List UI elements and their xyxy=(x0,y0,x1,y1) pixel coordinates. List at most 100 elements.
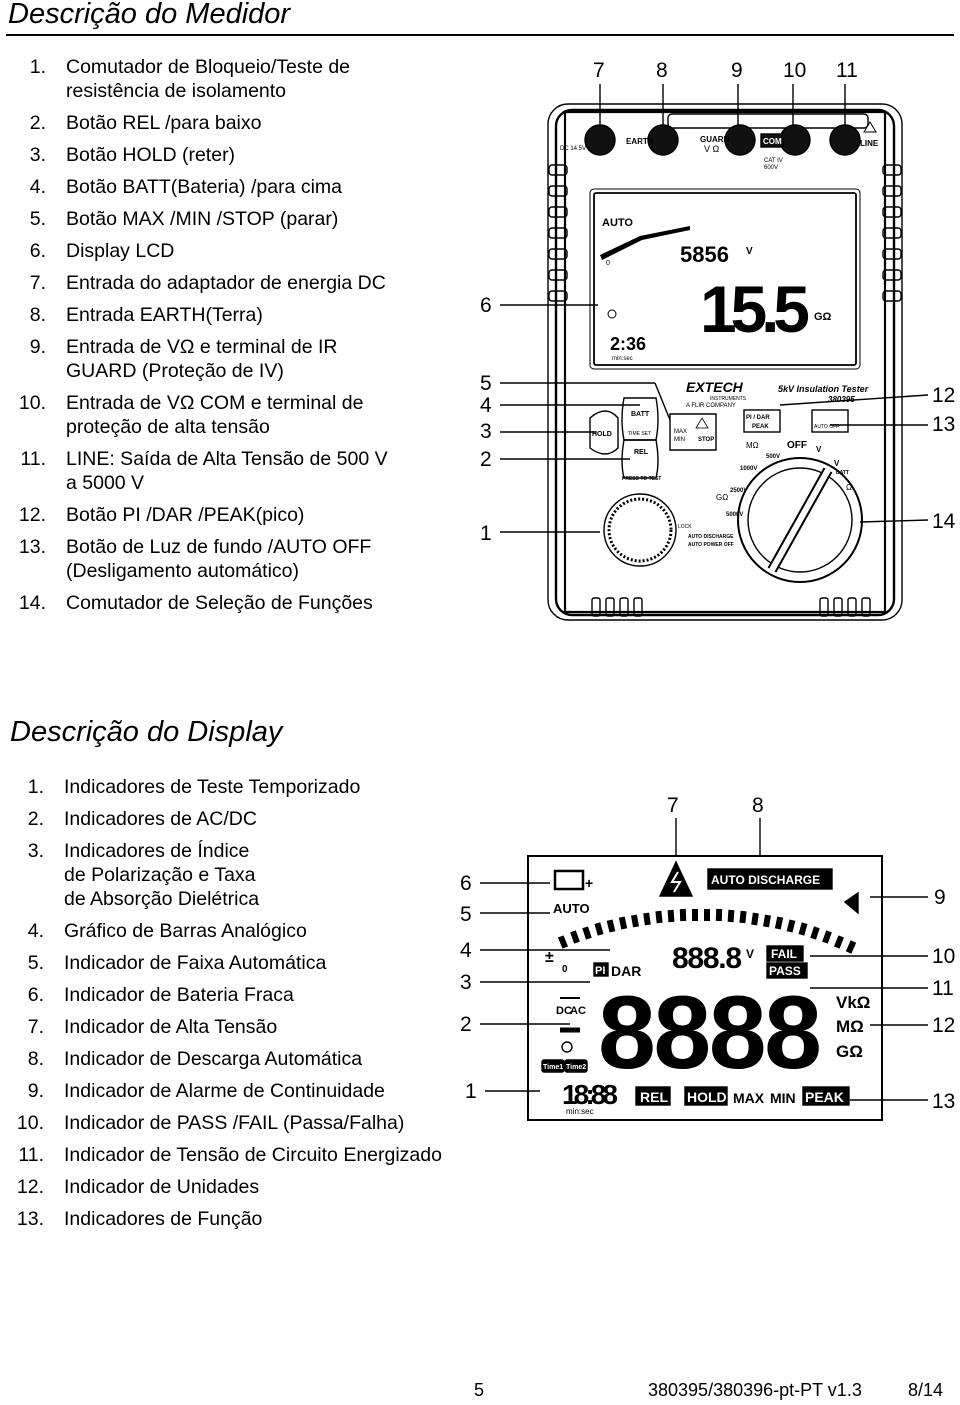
svg-text:TIME SET: TIME SET xyxy=(628,431,651,437)
svg-text:PRESS TO TEST: PRESS TO TEST xyxy=(622,476,661,482)
continuity-speaker-icon xyxy=(843,891,859,915)
page-number: 5 xyxy=(474,1380,485,1400)
callout-5: 5 xyxy=(480,372,492,395)
callout-5: 5 xyxy=(460,903,472,926)
pi-dar-button xyxy=(743,409,781,433)
list-item: 4.Gráfico de Barras Analógico xyxy=(27,920,307,942)
callout-9: 9 xyxy=(731,59,743,82)
callout-13: 13 xyxy=(932,1090,955,1113)
svg-text:MIN: MIN xyxy=(674,437,685,443)
svg-text:COM: COM xyxy=(763,137,782,146)
callout-10: 10 xyxy=(783,59,806,82)
svg-text:min:sec: min:sec xyxy=(612,356,633,362)
svg-text:V Ω: V Ω xyxy=(704,144,720,154)
callout-1: 1 xyxy=(480,522,492,545)
svg-text:MΩ: MΩ xyxy=(836,1017,864,1036)
display-illustration: 7 8 6 5 4 3 2 1 9 10 11 12 13 + AUTO xyxy=(460,794,955,1121)
list-item: 3.Botão HOLD (reter) xyxy=(29,144,236,166)
svg-text:±: ± xyxy=(545,949,554,966)
svg-text:V: V xyxy=(746,947,754,961)
callout-2: 2 xyxy=(460,1013,472,1036)
list-item: de Absorção Dielétrica xyxy=(64,888,260,910)
list-item: 10.Entrada de VΩ COM e terminal de xyxy=(18,392,364,414)
svg-text:0: 0 xyxy=(562,964,568,975)
list-item: 2.Botão REL /para baixo xyxy=(29,112,262,134)
timer-icon xyxy=(607,309,617,319)
list-item: 12.Indicador de Unidades xyxy=(16,1176,260,1198)
max-min-button xyxy=(669,413,717,451)
callout-4: 4 xyxy=(460,939,472,962)
title-rule xyxy=(6,34,954,36)
svg-text:PI: PI xyxy=(595,965,605,977)
list-item: 1.Indicadores de Teste Temporizado xyxy=(27,776,361,798)
callout-14: 14 xyxy=(932,510,956,533)
list-item: 12.Botão PI /DAR /PEAK(pico) xyxy=(18,504,305,526)
svg-text:VkΩ: VkΩ xyxy=(836,993,870,1012)
backlight-button xyxy=(811,409,849,433)
list-item: 10.Indicador de PASS /FAIL (Passa/Falha) xyxy=(16,1112,405,1134)
callout-4: 4 xyxy=(480,394,492,417)
svg-text:GΩ: GΩ xyxy=(716,493,728,502)
svg-text:PEAK: PEAK xyxy=(752,424,769,430)
svg-text:1000V: 1000V xyxy=(740,466,757,472)
side-grips xyxy=(548,164,902,302)
warning-triangle-icon xyxy=(863,121,877,133)
hold-button xyxy=(589,410,619,455)
callout-7: 7 xyxy=(667,794,679,817)
svg-text:BATT: BATT xyxy=(631,411,650,418)
svg-text:STOP: STOP xyxy=(698,437,714,443)
svg-text:MIN: MIN xyxy=(770,1090,796,1106)
list-item: 9.Entrada de VΩ e terminal de IR xyxy=(29,336,338,358)
list-item: 1.Comutador de Bloqueio/Teste de xyxy=(29,56,351,78)
svg-text:A FLIR COMPANY: A FLIR COMPANY xyxy=(686,403,736,409)
svg-text:AUTO: AUTO xyxy=(602,217,633,229)
list-item: 14.Comutador de Seleção de Funções xyxy=(18,592,373,614)
svg-text:888.8: 888.8 xyxy=(672,942,742,975)
svg-text:BATT: BATT xyxy=(836,470,849,476)
callout-12: 12 xyxy=(932,384,955,407)
display-indicators-list: 1.Indicadores de Teste Temporizado 2.Ind… xyxy=(8,775,508,1231)
svg-text:GΩ: GΩ xyxy=(836,1042,863,1061)
page-count: 8/14 xyxy=(908,1380,944,1400)
svg-text:AUTO DISCHARGE: AUTO DISCHARGE xyxy=(688,534,734,540)
brand-logo: EXTECH xyxy=(686,379,744,395)
svg-text:5kV Insulation Tester: 5kV Insulation Tester xyxy=(778,384,869,394)
svg-text:EARTH: EARTH xyxy=(626,137,654,146)
svg-text:HOLD: HOLD xyxy=(687,1089,727,1105)
list-item: proteção de alta tensão xyxy=(66,416,270,438)
function-selector-dial xyxy=(737,457,863,583)
svg-text:Time1: Time1 xyxy=(543,1064,563,1071)
svg-text:AUTO DISCHARGE: AUTO DISCHARGE xyxy=(711,873,820,887)
svg-text:GΩ: GΩ xyxy=(814,311,832,323)
list-item: 11.LINE: Saída de Alta Tensão de 500 V xyxy=(20,448,388,470)
list-item: (Desligamento automático) xyxy=(66,560,300,582)
callout-8: 8 xyxy=(656,59,668,82)
high-voltage-icon xyxy=(658,860,694,897)
list-item: 5.Indicador de Faixa Automática xyxy=(27,952,327,974)
callout-11: 11 xyxy=(836,59,858,82)
callout-12: 12 xyxy=(932,1014,955,1037)
svg-text:V: V xyxy=(746,246,753,257)
list-item: 13.Botão de Luz de fundo /AUTO OFF xyxy=(18,536,372,558)
svg-text:2:36: 2:36 xyxy=(610,334,646,354)
svg-text:15.5: 15.5 xyxy=(700,272,810,346)
svg-text:DAR: DAR xyxy=(611,963,641,979)
callout-11: 11 xyxy=(932,977,954,1000)
list-item: a 5000 V xyxy=(66,472,145,494)
display-frame xyxy=(527,855,883,1121)
list-item: 2.Indicadores de AC/DC xyxy=(27,808,257,830)
callout-3: 3 xyxy=(460,971,472,994)
meter-bargraph xyxy=(600,226,690,260)
bottom-grips xyxy=(591,597,871,617)
svg-text:CAT IV: CAT IV xyxy=(764,158,783,164)
callout-7: 7 xyxy=(593,59,605,82)
callout-1: 1 xyxy=(465,1080,477,1103)
list-item: 13.Indicadores de Função xyxy=(16,1208,263,1230)
svg-text:GUARD: GUARD xyxy=(700,135,730,144)
svg-text:AC: AC xyxy=(570,1005,586,1017)
list-item: 7.Entrada do adaptador de energia DC xyxy=(29,272,386,294)
svg-text:min:sec: min:sec xyxy=(566,1107,594,1116)
svg-text:LINE: LINE xyxy=(860,139,879,148)
line-jack xyxy=(829,124,861,156)
svg-text:PASS: PASS xyxy=(769,964,801,978)
